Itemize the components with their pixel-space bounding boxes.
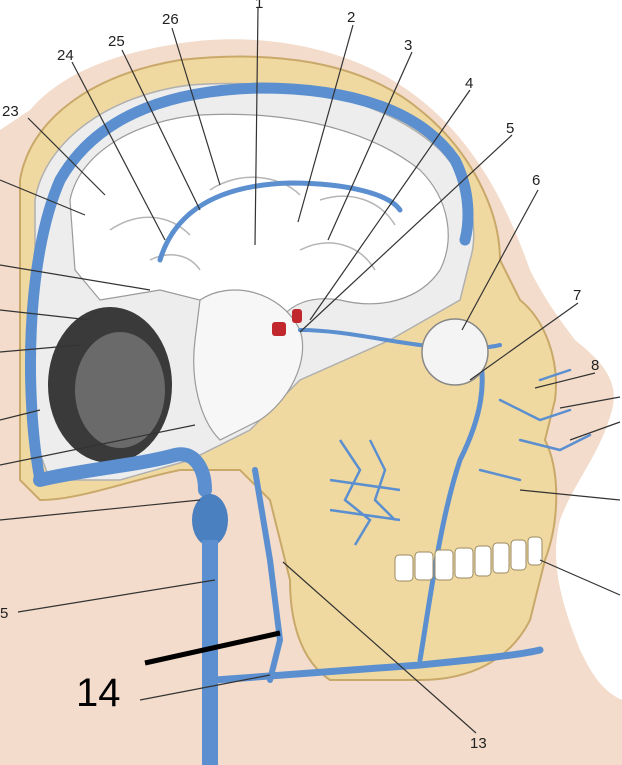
label-2: 2 [347, 9, 355, 26]
facial-vein [417, 337, 485, 663]
label-23: 23 [2, 103, 19, 120]
jugular-bulb [192, 494, 228, 546]
label-26: 26 [162, 11, 179, 28]
label-24: 24 [57, 47, 74, 64]
label-14: 14 [76, 671, 121, 715]
internal-carotid-artery-stub [272, 322, 286, 336]
artery-stub-2 [292, 309, 302, 323]
label-4: 4 [465, 75, 473, 92]
inferior-sagittal-sinus [157, 180, 403, 263]
teeth [394, 536, 543, 582]
label-5-neck: 5 [0, 605, 8, 622]
retromandibular-vein [252, 467, 284, 683]
common-facial-trunk [211, 646, 544, 684]
label-25: 25 [108, 33, 125, 50]
cerebellum-highlight [75, 332, 165, 448]
label-13: 13 [470, 735, 487, 752]
label-5: 5 [506, 120, 514, 137]
label-8: 8 [591, 357, 599, 374]
superior-sagittal-sinus [24, 82, 474, 486]
label-7: 7 [573, 287, 581, 304]
label-1: 1 [255, 0, 263, 12]
label-3: 3 [404, 37, 412, 54]
leader-lines [0, 7, 621, 734]
transverse-sigmoid-sinus [33, 447, 212, 497]
label-14-pointer-bar [144, 630, 281, 666]
label-6: 6 [532, 172, 540, 189]
superficial-face-veins [478, 368, 592, 482]
pterygoid-plexus [329, 439, 401, 546]
eyeball [421, 318, 489, 386]
